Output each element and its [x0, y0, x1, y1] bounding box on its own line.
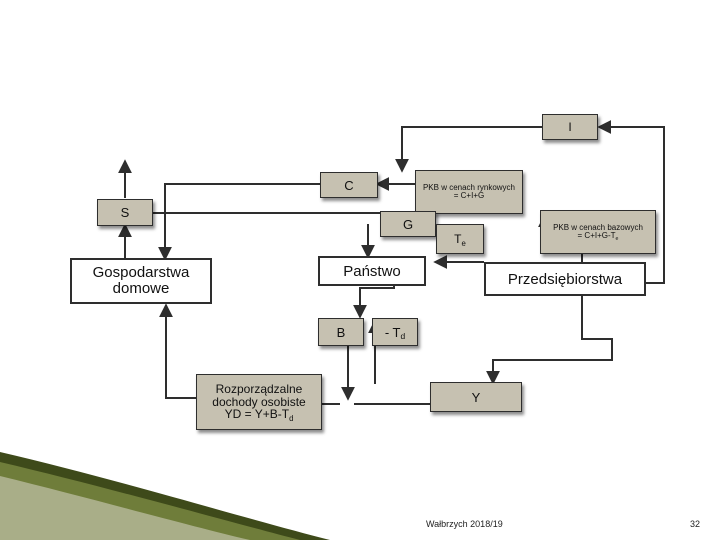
arrow-przeds-to-i — [597, 120, 665, 284]
rozporzadzalne-line3: YD = Y+B-Td — [212, 407, 305, 424]
node-s-label: S — [120, 205, 130, 220]
pkb-bazowe-line2-main: = C+I+G-T — [577, 230, 616, 240]
node-pkb-rynkowe: PKB w cenach rynkowych = C+I+G — [415, 170, 523, 214]
node-przedsiebiorstwa: Przedsiębiorstwa — [484, 262, 646, 296]
rozporzadzalne-line3-sub: d — [289, 414, 294, 424]
node-rozporzadzalne: Rozporządzalne dochody osobiste YD = Y+B… — [196, 374, 322, 430]
rozporzadzalne-line1: Rozporządzalne — [215, 382, 303, 397]
te-main: T — [454, 232, 462, 246]
node-przedsiebiorstwa-label: Przedsiębiorstwa — [507, 270, 623, 288]
node-b: B — [318, 318, 364, 346]
arrow-pkb-bazowe-to-y — [486, 252, 613, 385]
arrow-c-to-gosp — [158, 183, 320, 261]
node-s: S — [97, 199, 153, 226]
rozporzadzalne-line3-main: YD = Y+B-T — [224, 407, 290, 422]
node-td: - Td — [372, 318, 418, 346]
arrow-panstwo-to-b — [353, 286, 395, 319]
td-main: - T — [384, 324, 401, 340]
node-td-label: - Td — [384, 324, 406, 342]
corner-decoration — [0, 452, 330, 540]
te-sub: e — [461, 238, 466, 248]
node-g: G — [380, 211, 436, 237]
gospodarstwa-line2: domowe — [112, 280, 170, 297]
node-y: Y — [430, 382, 522, 412]
pkb-rynkowe-line2: = C+I+G — [453, 191, 485, 200]
rozporzadzalne-line2: dochody osobiste — [212, 394, 306, 409]
node-panstwo-label: Państwo — [343, 262, 401, 280]
node-b-label: B — [336, 324, 346, 340]
pkb-bazowe-line2: = C+I+G-Te — [553, 230, 643, 242]
node-y-label: Y — [471, 389, 481, 405]
node-i-label: I — [568, 120, 572, 134]
footer-location: Wałbrzych 2018/19 — [426, 519, 503, 529]
gospodarstwa-line1: Gospodarstwa — [92, 264, 190, 282]
arrow-i-to-pkb — [395, 126, 542, 173]
arrow-rozp-to-gosp — [159, 303, 196, 399]
node-c-label: C — [344, 177, 354, 193]
pkb-bazowe-line2-sub: e — [615, 235, 619, 242]
pkb-rynkowe-line1: PKB w cenach rynkowych — [422, 182, 516, 192]
footer-page-number: 32 — [690, 519, 701, 529]
node-c: C — [320, 172, 378, 198]
node-pkb-bazowe: PKB w cenach bazowych = C+I+G-Te — [540, 210, 656, 254]
node-te: Te — [436, 224, 484, 254]
node-panstwo: Państwo — [318, 256, 426, 286]
node-gospodarstwa-domowe: Gospodarstwa domowe — [70, 258, 212, 304]
td-sub: d — [400, 331, 406, 342]
node-g-label: G — [402, 216, 414, 232]
node-te-label: Te — [454, 232, 466, 248]
node-i: I — [542, 114, 598, 140]
pkb-bazowe-line1: PKB w cenach bazowych — [553, 222, 643, 232]
